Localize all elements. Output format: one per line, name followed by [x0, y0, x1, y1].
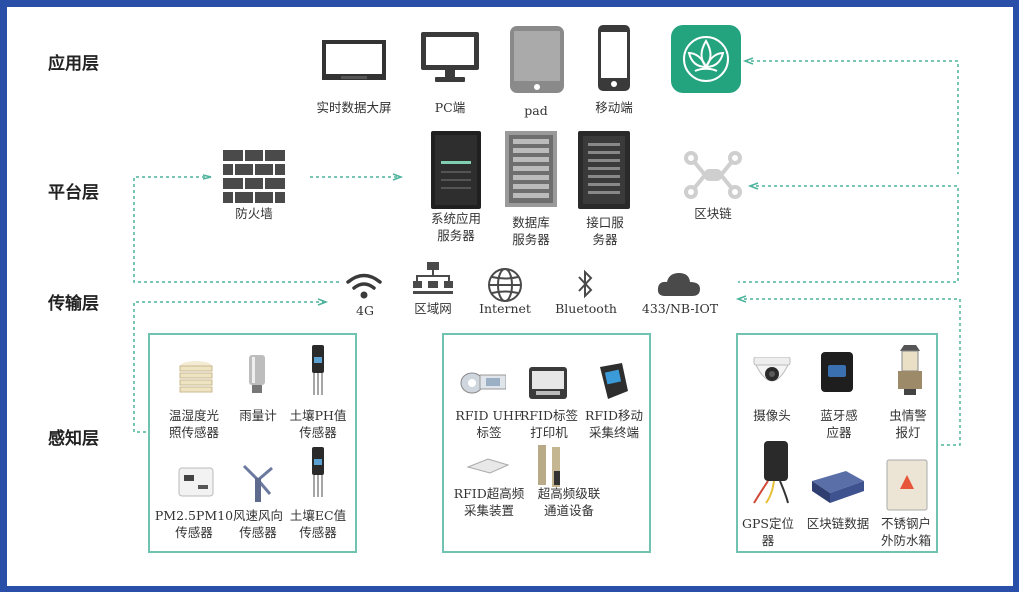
phone-icon — [597, 24, 631, 96]
rfid-reader-icon — [466, 457, 510, 479]
label-gps: GPS定位 器 — [742, 516, 794, 548]
label-printer-icon — [528, 365, 568, 405]
bluetooth-icon — [575, 268, 595, 306]
label-db-server: 数据库 服务器 — [512, 215, 550, 247]
panel-rfid-devices: RFID UHF 标签 RFID标签 打印机 RFID移动 采集终端 RFID超… — [442, 333, 651, 553]
connector-blockchain-right — [738, 185, 959, 283]
insect-lamp-icon — [892, 345, 928, 399]
gate-antenna-icon — [534, 445, 564, 493]
server-tower-icon — [578, 131, 630, 213]
layer-label-perception: 感知层 — [48, 429, 99, 449]
layer-label-transport: 传输层 — [48, 294, 99, 314]
label-bt-sensor: 蓝牙感 应器 — [820, 408, 858, 440]
label-blockchain-device: 区块链数据 — [806, 516, 870, 531]
label-app-server: 系统应用 服务器 — [430, 211, 481, 243]
cloud-icon — [657, 270, 701, 302]
label-pm-sensor: PM2.5PM10 传感器 — [154, 508, 234, 540]
label-mobile: 移动端 — [595, 100, 633, 115]
label-api-server: 接口服 务器 — [586, 215, 624, 247]
big-screen-icon — [321, 38, 387, 86]
label-wind-sensor: 风速风向 传感器 — [232, 508, 283, 540]
outdoor-box-icon — [886, 459, 928, 515]
label-lan: 区域网 — [414, 301, 452, 316]
globe-icon — [486, 266, 524, 308]
label-pc: PC端 — [434, 100, 466, 115]
app-logo-icon[interactable] — [671, 25, 741, 97]
network-nodes-icon — [683, 150, 743, 204]
label-soil-ph-sensor: 土壤PH值 传感器 — [289, 408, 347, 440]
label-blockchain: 区块链 — [694, 206, 732, 221]
label-insect-lamp: 虫情警 报灯 — [889, 408, 927, 440]
wifi-icon — [345, 272, 383, 304]
label-uhf-gate: 超高频级联 通道设备 — [537, 486, 601, 518]
brick-wall-icon — [223, 150, 285, 208]
label-camera: 摄像头 — [753, 408, 791, 423]
soil-probe-icon — [310, 345, 326, 399]
bluetooth-sensor-icon — [820, 351, 854, 397]
label-rfid-handheld: RFID移动 采集终端 — [584, 408, 644, 440]
rfid-tag-roll-icon — [460, 371, 507, 399]
blockchain-device-icon — [810, 469, 866, 509]
label-temp-humidity-sensor: 温湿度光 照传感器 — [168, 408, 219, 440]
label-pad: pad — [524, 103, 548, 118]
connector-firewall-4g — [133, 176, 340, 283]
light-sensor-icon — [178, 360, 214, 400]
tablet-icon — [509, 25, 565, 99]
lan-tree-icon — [413, 262, 453, 302]
label-rfid-uhf-tag: RFID UHF 标签 — [455, 408, 523, 440]
server-rack-icon — [505, 131, 557, 211]
dome-camera-icon — [752, 356, 792, 395]
gps-locator-icon — [750, 441, 794, 509]
label-rain-gauge: 雨量计 — [239, 408, 277, 423]
label-nbiot: 433/NB-IOT — [641, 301, 719, 316]
label-soil-ec-sensor: 土壤EC值 传感器 — [289, 508, 347, 540]
handheld-terminal-icon — [594, 361, 630, 405]
panel-environment-sensors: 温湿度光 照传感器 雨量计 土壤PH值 传感器 PM2.5PM10 传感器 风速… — [148, 333, 357, 553]
soil-probe-icon — [310, 447, 326, 501]
label-4g: 4G — [356, 303, 374, 318]
panel-security-devices: 摄像头 蓝牙感 应器 虫情警 报灯 GPS定位 器 区块链数据 不锈钢户 外防水… — [736, 333, 938, 553]
label-rfid-printer: RFID标签 打印机 — [519, 408, 579, 440]
layer-label-platform: 平台层 — [48, 183, 99, 203]
connector-app-right — [745, 60, 959, 174]
anemometer-icon — [238, 460, 278, 506]
monitor-icon — [419, 30, 481, 89]
connector-right-panel — [738, 298, 961, 446]
pm-sensor-icon — [178, 465, 214, 503]
layer-label-app: 应用层 — [48, 54, 99, 74]
label-outdoor-box: 不锈钢户 外防水箱 — [880, 516, 931, 548]
label-rfid-uhf-reader: RFID超高频 采集装置 — [453, 486, 525, 518]
label-firewall: 防火墙 — [235, 206, 273, 221]
label-internet: Internet — [479, 301, 531, 316]
label-bluetooth: Bluetooth — [555, 301, 617, 316]
label-big-screen: 实时数据大屏 — [316, 100, 392, 115]
rain-gauge-icon — [246, 355, 268, 399]
server-tower-icon — [431, 131, 481, 213]
